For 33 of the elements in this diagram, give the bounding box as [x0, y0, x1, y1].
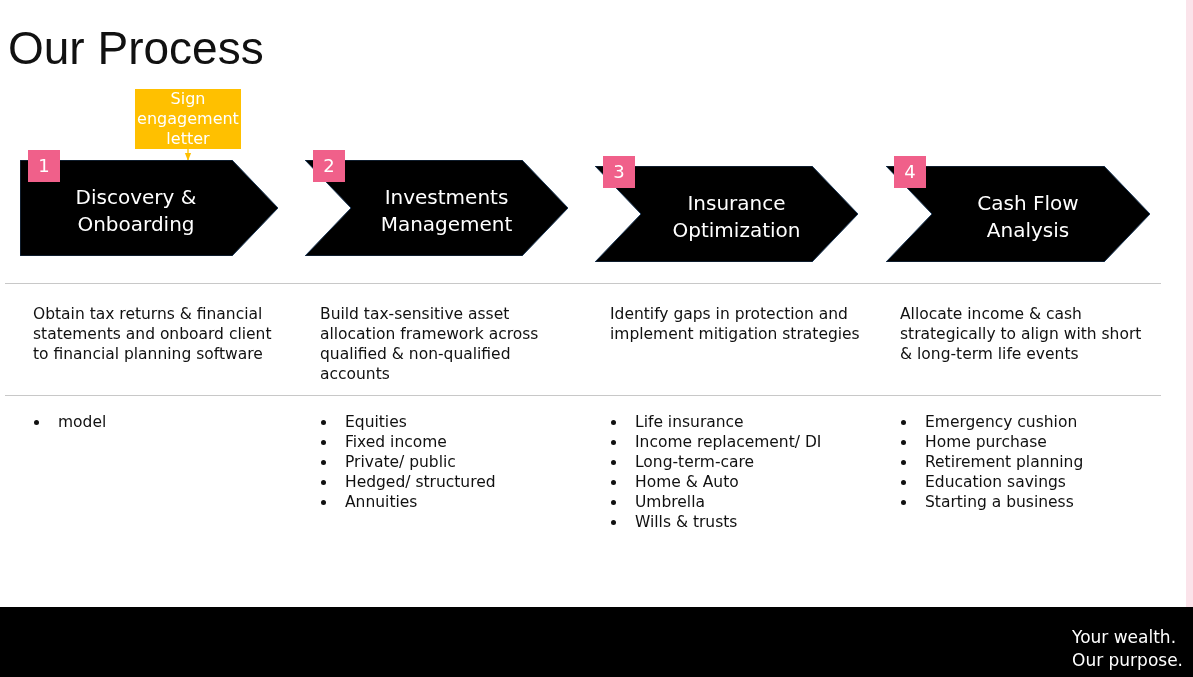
list-item: Annuities	[345, 492, 418, 512]
list-item: Umbrella	[635, 492, 705, 512]
list-item: Income replacement/ DI	[635, 432, 822, 452]
list-item: Long-term-care	[635, 452, 755, 472]
step-title: Discovery & Onboarding	[74, 184, 198, 238]
step-number-badge: 4	[894, 156, 926, 188]
step-description: Identify gaps in protection and implement mitigation strategies	[610, 304, 860, 344]
arrow	[184, 148, 192, 161]
list-item: Wills & trusts	[635, 512, 738, 532]
page-title: Our Process	[8, 21, 264, 76]
step-number-badge: 1	[28, 150, 60, 182]
step-description: Allocate income & cash strategically to align with short & long-term life events	[900, 304, 1143, 364]
step-title: Investments Management	[379, 184, 514, 238]
step-title: Insurance Optimization	[671, 190, 802, 244]
list-item: Education savings	[925, 472, 1066, 492]
step-description: Build tax-sensitive asset allocation framework across qualified & non-qualified accounts	[320, 304, 540, 384]
list-item: Retirement planning	[925, 452, 1084, 472]
step-description: Obtain tax returns & financial statements and onboard client to financial planning software	[33, 304, 273, 364]
list-item: Equities	[345, 412, 407, 432]
step-number-badge: 2	[313, 150, 345, 182]
step-title: Cash Flow Analysis	[976, 190, 1080, 244]
step-note: Sign engagement letter	[135, 89, 241, 149]
list-item: Home purchase	[925, 432, 1047, 452]
list-item: Private/ public	[345, 452, 456, 472]
list-item: Starting a business	[925, 492, 1074, 512]
list-item: Emergency cushion	[925, 412, 1078, 432]
list-item: Fixed income	[345, 432, 447, 452]
list-item: Home & Auto	[635, 472, 739, 492]
list-item: Hedged/ structured	[345, 472, 496, 492]
list-item: model	[58, 412, 107, 432]
tagline: Your wealth. Our purpose.	[1072, 626, 1184, 672]
list-item: Life insurance	[635, 412, 744, 432]
step-number-badge: 3	[603, 156, 635, 188]
